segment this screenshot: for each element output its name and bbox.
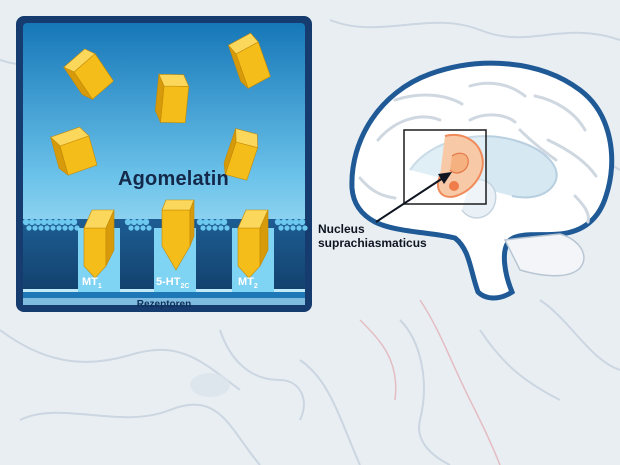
agomelatin-crystals [50, 32, 271, 181]
lipid-head [28, 218, 36, 226]
lipid-head [290, 225, 296, 231]
lipid-head [128, 225, 134, 231]
lipid-head [64, 218, 72, 226]
receptor-inset-panel [16, 16, 312, 312]
lipid-head [202, 218, 210, 226]
receptor-mt1-label: MT1 [82, 276, 102, 291]
lipid-head [292, 218, 300, 226]
lipid-head [68, 225, 74, 231]
cerebellum [503, 233, 585, 277]
docked-crystal-1 [83, 209, 115, 279]
lipid-head [298, 218, 306, 226]
docked-crystal-3 [237, 209, 269, 279]
lipid-head [50, 225, 56, 231]
pointer-arrow-line [375, 175, 447, 223]
receptor-mt2-label: MT2 [238, 276, 258, 291]
lipid-head [280, 218, 288, 226]
crystal-2 [155, 73, 190, 124]
crystal-4 [50, 126, 98, 176]
lipid-head [62, 225, 68, 231]
lipid-head [220, 218, 228, 226]
membrane-label: Rezeptoren [136, 299, 192, 310]
lipid-head [140, 225, 146, 231]
lipid-head [302, 225, 308, 231]
lipid-head [70, 218, 78, 226]
agomelatin-label: Agomelatin [118, 168, 229, 190]
lipid-head [296, 225, 302, 231]
lipid-head [206, 225, 212, 231]
lipid-head [224, 225, 230, 231]
lipid-head [212, 225, 218, 231]
nucleus-marker [449, 181, 459, 191]
lipid-head [26, 225, 32, 231]
lipid-head [208, 218, 216, 226]
lipid-head [44, 225, 50, 231]
lipid-head [34, 218, 42, 226]
lipid-head [52, 218, 60, 226]
nucleus-suprachiasmaticus-label: Nucleus suprachiasmaticus [318, 222, 427, 250]
lipid-head [284, 225, 290, 231]
lipid-head [56, 225, 62, 231]
lipid-head [46, 218, 54, 226]
crystal-1 [62, 48, 114, 101]
docked-crystals [83, 199, 269, 279]
crystal-5 [223, 128, 259, 181]
lipid-head [200, 225, 206, 231]
lipid-head [146, 225, 152, 231]
lipid-head [38, 225, 44, 231]
lipid-head [218, 225, 224, 231]
lipid-head [40, 218, 48, 226]
crystal-3 [227, 32, 271, 89]
lipid-head [32, 225, 38, 231]
lipid-head [130, 218, 138, 226]
lipid-head [196, 218, 204, 226]
lipid-head [124, 218, 132, 226]
lipid-head [136, 218, 144, 226]
docked-crystal-2 [161, 199, 195, 271]
lipid-head [142, 218, 150, 226]
lipid-head [278, 225, 284, 231]
lipid-head [274, 218, 282, 226]
lipid-head [22, 218, 30, 226]
pointer-arrowhead [438, 172, 452, 184]
lipid-head [286, 218, 294, 226]
lipid-head [134, 225, 140, 231]
receptor-5ht2c-label: 5-HT2C [156, 276, 190, 291]
lipid-head [58, 218, 66, 226]
lipid-head [214, 218, 222, 226]
